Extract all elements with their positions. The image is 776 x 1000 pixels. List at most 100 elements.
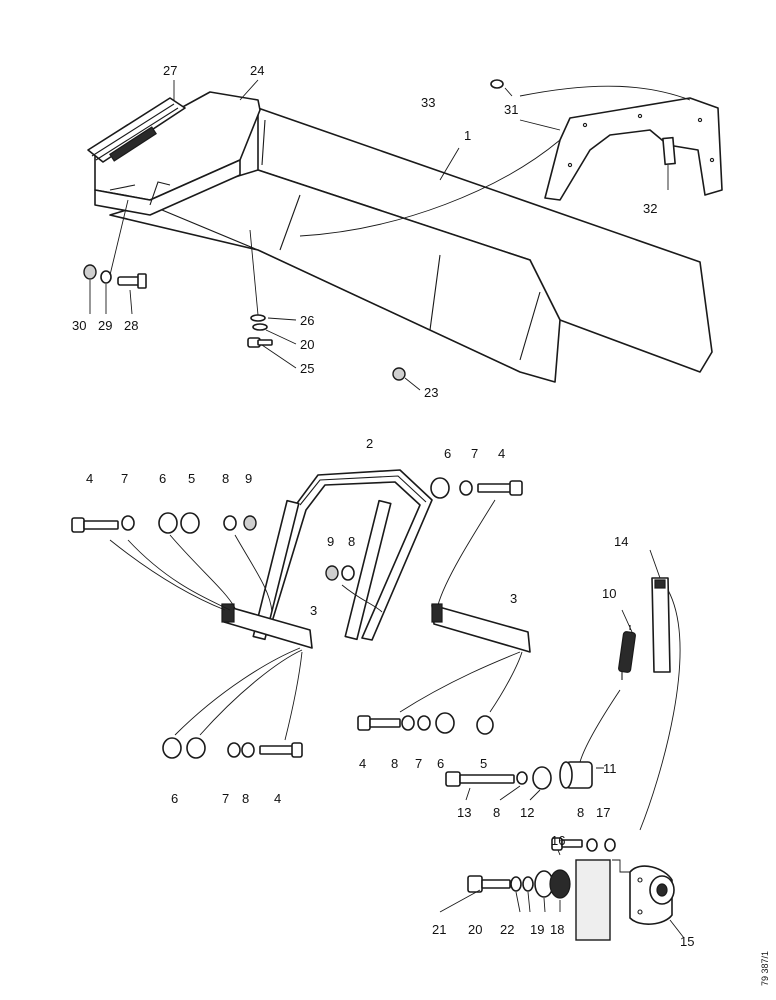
callout-3-left: 3 (310, 603, 317, 618)
callout-30: 30 (72, 318, 86, 333)
mounting-face (575, 859, 611, 941)
callout-9-top-left: 9 (245, 471, 252, 486)
bolt-4-top-left (71, 517, 119, 533)
washer-20-top (252, 323, 268, 331)
bracket-clip (662, 136, 676, 166)
callout-8-spring: 8 (493, 805, 500, 820)
callout-20-top: 20 (300, 337, 314, 352)
callout-6-top-left: 6 (159, 471, 166, 486)
washer-20-bottom (510, 876, 522, 892)
bush-6-top-left (158, 512, 178, 534)
washer-8-spring (516, 771, 528, 785)
bolt-21 (467, 875, 511, 893)
callout-13: 13 (457, 805, 471, 820)
callout-24: 24 (250, 63, 264, 78)
callout-labels: 1 2 3 3 4 4 4 4 5 5 6 6 6 6 7 7 7 7 8 8 … (72, 63, 694, 949)
washer-8-middle (341, 565, 355, 581)
callout-10: 10 (602, 586, 616, 601)
callout-28: 28 (124, 318, 138, 333)
nut-23 (392, 367, 406, 381)
callout-8-top-left: 8 (222, 471, 229, 486)
callout-6-bottom-middle: 6 (437, 756, 444, 771)
spacer-11 (559, 761, 593, 789)
washer-7-top-right (459, 480, 473, 496)
callout-2: 2 (366, 436, 373, 451)
pivot-bracket (629, 865, 675, 925)
bush-5-bottom-right (476, 715, 494, 735)
bolt-4-top-right (477, 480, 523, 496)
callout-31: 31 (504, 102, 518, 117)
callout-29: 29 (98, 318, 112, 333)
callout-1: 1 (464, 128, 471, 143)
nut-30 (83, 264, 97, 280)
callout-26: 26 (300, 313, 314, 328)
callout-17: 17 (596, 805, 610, 820)
stop-plate (651, 577, 671, 673)
callout-19: 19 (530, 922, 544, 937)
washer-8-pivot (586, 838, 598, 852)
hood-handle-rail (87, 97, 186, 163)
washer-33 (490, 79, 504, 89)
callout-4-top-left: 4 (86, 471, 93, 486)
callout-4-top-right: 4 (498, 446, 505, 461)
callout-6-bottom-left: 6 (171, 791, 178, 806)
callout-4-bottom-middle: 4 (359, 756, 366, 771)
pivot-assembly (439, 549, 685, 941)
washer-7-top-left (121, 515, 135, 531)
callout-3-right: 3 (510, 591, 517, 606)
washer-17 (604, 838, 616, 852)
bolt-4-bottom-middle (357, 715, 401, 731)
right-arm (431, 603, 531, 653)
callout-20-bottom: 20 (468, 922, 482, 937)
bush-6-bottom-middle (435, 712, 455, 734)
hood-assembly (83, 79, 723, 391)
callout-9-middle: 9 (327, 534, 334, 549)
callout-6-top-right: 6 (444, 446, 451, 461)
washer-22 (522, 876, 534, 892)
reference-code: 79 387/1 (760, 951, 770, 986)
frame-assembly (71, 469, 531, 759)
callout-8-bottom-left: 8 (242, 791, 249, 806)
callout-21: 21 (432, 922, 446, 937)
bolt-28 (117, 273, 147, 289)
callout-11: 11 (603, 761, 617, 776)
bolt-25 (247, 337, 273, 348)
callout-23: 23 (424, 385, 438, 400)
washer-7-bottom-left (227, 742, 241, 758)
nut-9-top-left (243, 515, 257, 531)
washer-8-bottom-middle (401, 715, 415, 731)
callout-27: 27 (163, 63, 177, 78)
roller-18 (549, 869, 571, 899)
callout-12: 12 (520, 805, 534, 820)
bush-6-top-right (430, 477, 450, 499)
callout-4-bottom-left: 4 (274, 791, 281, 806)
callout-33: 33 (421, 95, 435, 110)
callout-8-middle: 8 (348, 534, 355, 549)
callout-18: 18 (550, 922, 564, 937)
callout-8-bottom-middle: 8 (391, 756, 398, 771)
left-arm (221, 603, 313, 649)
callout-14: 14 (614, 534, 628, 549)
callout-15: 15 (680, 934, 694, 949)
nut-9-middle (325, 565, 339, 581)
rear-bracket-plate (544, 97, 723, 201)
callout-7-top-left: 7 (121, 471, 128, 486)
callout-5-bottom-right: 5 (480, 756, 487, 771)
washer-7-bottom-middle (417, 715, 431, 731)
washer-12 (532, 766, 552, 790)
bush-6-bottom-b (186, 737, 206, 759)
spring (618, 625, 636, 680)
callout-7-top-right: 7 (471, 446, 478, 461)
washer-29 (100, 270, 112, 284)
bolt-4-bottom-left (259, 742, 303, 758)
callout-32: 32 (643, 201, 657, 216)
callout-5-top-left: 5 (188, 471, 195, 486)
washer-26 (250, 314, 266, 322)
callout-22: 22 (500, 922, 514, 937)
washer-8-top-left (223, 515, 237, 531)
callout-7-bottom-middle: 7 (415, 756, 422, 771)
callout-25: 25 (300, 361, 314, 376)
callout-16: 16 (551, 833, 565, 848)
bolt-16 (551, 837, 583, 851)
